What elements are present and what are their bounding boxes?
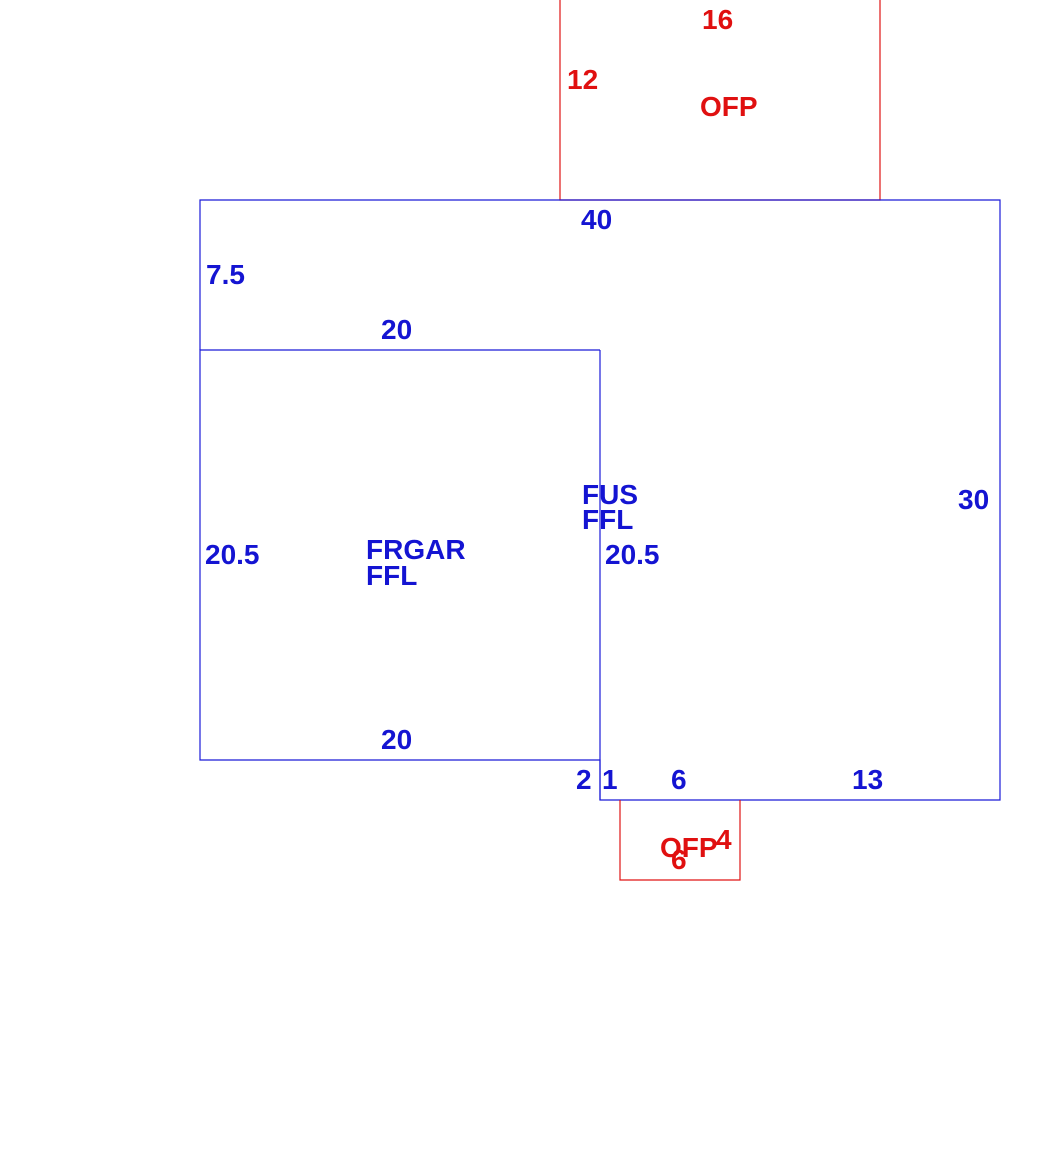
garage-left-depth-label: 20.5 [205, 539, 260, 570]
main-right-depth-label: 30 [958, 484, 989, 515]
main-code-label-2: FFL [582, 504, 633, 535]
top-porch-width-label: 16 [702, 4, 733, 35]
front-porch-outline [619, 800, 741, 881]
front-porch-depth-label: 4 [716, 824, 732, 855]
garage-bottom-width-label: 20 [381, 724, 412, 755]
top-porch-area: 16 12 OFP [559, 0, 881, 201]
main-dwelling-outline [199, 199, 1001, 801]
main-inner-depth-label: 20.5 [605, 539, 660, 570]
front-porch-width-label: 6 [671, 844, 687, 875]
top-porch-depth-label: 12 [567, 64, 598, 95]
front-porch-code-label: OFP [660, 832, 718, 863]
garage-area: 20 20.5 FRGAR FFL 20 2 [199, 314, 601, 800]
garage-outline [199, 349, 601, 800]
main-bottom-left-label: 1 [602, 764, 618, 795]
front-porch-area: OFP 4 6 [619, 800, 741, 881]
garage-code-label-1: FRGAR [366, 534, 466, 565]
garage-top-width-label: 20 [381, 314, 412, 345]
main-top-width-label: 40 [581, 204, 612, 235]
main-left-offset-label: 7.5 [206, 259, 245, 290]
main-bottom-right-label: 13 [852, 764, 883, 795]
garage-code-label-2: FFL [366, 560, 417, 591]
main-bottom-mid-label: 6 [671, 764, 687, 795]
top-porch-code-label: OFP [700, 91, 758, 122]
main-dwelling-area: 40 7.5 30 20.5 FUS FFL 13 6 1 [199, 199, 1001, 801]
garage-step-label: 2 [576, 764, 592, 795]
main-code-label-1: FUS [582, 479, 638, 510]
